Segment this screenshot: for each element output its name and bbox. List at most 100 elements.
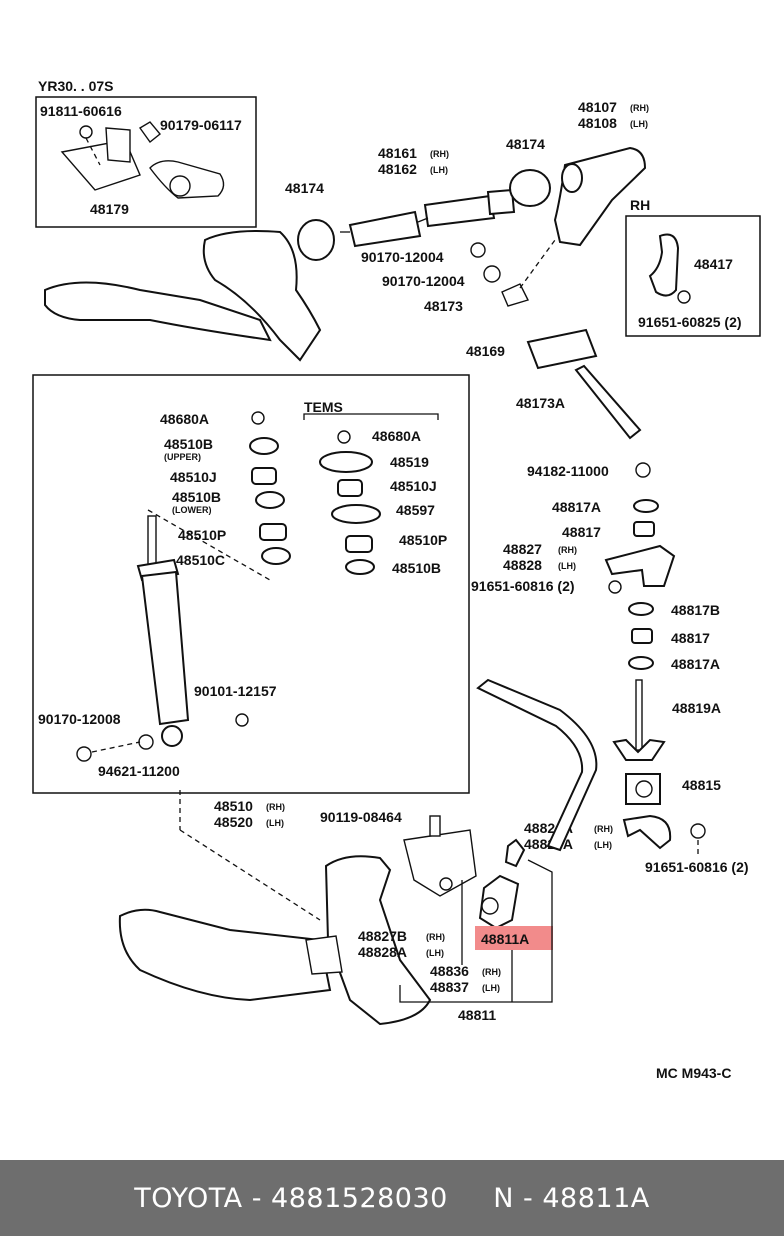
tag-rh-48824a: (RH): [594, 824, 613, 834]
callout-48836: 48836: [430, 963, 469, 979]
bushing-48817-mid: [631, 628, 653, 644]
leader-48811-group: [399, 859, 553, 1003]
tag-rh-48107: (RH): [630, 103, 649, 113]
callout-48819a: 48819A: [672, 700, 721, 716]
tag-rh-48161: (RH): [430, 149, 449, 159]
callout-48828a: 48828A: [358, 944, 407, 960]
callout-90101-12157: 90101-12157: [194, 683, 277, 699]
callout-48510p-right: 48510P: [399, 532, 447, 548]
tag-rh-48836: (RH): [482, 967, 501, 977]
link-48819a-drawing: [612, 679, 666, 761]
part-48169: [526, 328, 598, 370]
side-label-rh: RH: [630, 197, 650, 213]
callout-48510b-lower: 48510B: [172, 489, 221, 505]
callout-48680a-right: 48680A: [372, 428, 421, 444]
callout-48815: 48815: [682, 777, 721, 793]
group-label-tems: TEMS: [304, 399, 343, 415]
tag-lh-48829a: (LH): [594, 840, 612, 850]
washer-48817a-low: [628, 656, 654, 670]
bolt-48173a: [574, 364, 642, 440]
callout-48510: 48510: [214, 798, 253, 814]
bushing-48811-drawing: [478, 874, 520, 930]
bracket-48824a: [622, 814, 672, 850]
callout-48510j-right: 48510J: [390, 478, 437, 494]
callout-48169: 48169: [466, 343, 505, 359]
callout-48817a-low: 48817A: [671, 656, 720, 672]
bracket-48173: [501, 283, 529, 307]
tag-upper: (UPPER): [164, 452, 201, 462]
callout-91651-60816-a: 91651-60816 (2): [471, 578, 575, 594]
callout-48811a[interactable]: 48811A: [481, 931, 529, 947]
bracket-48827: [604, 544, 676, 587]
parts-diagram: YR30. . 07S 91811-60616 90179-06117 4817…: [32, 78, 761, 1081]
callout-48510j-left: 48510J: [170, 469, 217, 485]
tag-lh-48828: (LH): [558, 561, 576, 571]
callout-90170-12004-a: 90170-12004: [361, 249, 444, 265]
callout-91811-60616: 91811-60616: [40, 103, 122, 119]
diagram-code: MC M943-C: [656, 1065, 731, 1081]
bracket-48179-drawing: [60, 121, 225, 199]
stabilizer-bar-end: [504, 838, 526, 868]
callout-48417: 48417: [694, 256, 733, 272]
callout-48817b: 48817B: [671, 602, 720, 618]
lower-arm-drawing: [118, 829, 477, 1026]
nut-90170-b: [483, 265, 501, 283]
callout-90179-06117: 90179-06117: [160, 117, 242, 133]
callout-48811: 48811: [458, 1007, 496, 1023]
callout-48173: 48173: [424, 298, 463, 314]
callout-90119-08464: 90119-08464: [320, 809, 402, 825]
tag-rh-48827: (RH): [558, 545, 577, 555]
upper-arm-drawing: [44, 146, 647, 362]
callout-48817-mid: 48817: [671, 630, 710, 646]
inset-box-rh: [625, 215, 761, 337]
callout-48597: 48597: [396, 502, 435, 518]
bushing-48817-top: [633, 521, 655, 537]
callout-48817-top: 48817: [562, 524, 601, 540]
nut-94182: [635, 462, 651, 478]
tag-lh-48162: (LH): [430, 165, 448, 175]
tag-lh-48520: (LH): [266, 818, 284, 828]
callout-48510c: 48510C: [176, 552, 225, 568]
callout-48510b-right: 48510B: [392, 560, 441, 576]
callout-48837: 48837: [430, 979, 469, 995]
tag-lower: (LOWER): [172, 505, 212, 515]
tag-lh-48828a: (LH): [426, 948, 444, 958]
footer-bar: TOYOTA - 4881528030 N - 48811A: [0, 1160, 784, 1236]
callout-91651-60825: 91651-60825 (2): [638, 314, 742, 330]
callout-48828: 48828: [503, 557, 542, 573]
highlight-48811a: [475, 926, 553, 950]
inset-box-shock: [32, 374, 470, 794]
nut-90170-a: [470, 242, 486, 258]
callout-48817a-top: 48817A: [552, 499, 601, 515]
callout-48510b-upper: 48510B: [164, 436, 213, 452]
callout-48510p-left: 48510P: [178, 527, 226, 543]
callout-48179: 48179: [90, 201, 129, 217]
tag-rh-48510: (RH): [266, 802, 285, 812]
tag-lh-48837: (LH): [482, 983, 500, 993]
washer-48817a-top: [633, 499, 659, 513]
callout-48519: 48519: [390, 454, 429, 470]
stabilizer-bar: [476, 678, 598, 852]
callout-48107: 48107: [578, 99, 617, 115]
callout-48162: 48162: [378, 161, 417, 177]
nut-91651-c: [690, 823, 706, 839]
variant-label: YR30. . 07S: [38, 78, 114, 94]
callout-48680a-left: 48680A: [160, 411, 209, 427]
callout-48174-right: 48174: [506, 136, 545, 152]
shock-absorber-drawing: [136, 509, 271, 747]
callout-94182-11000: 94182-11000: [527, 463, 609, 479]
callout-48520: 48520: [214, 814, 253, 830]
callout-91651-60816-b: 91651-60816 (2): [645, 859, 749, 875]
callout-48827b: 48827B: [358, 928, 407, 944]
callout-90170-12008: 90170-12008: [38, 711, 121, 727]
callout-94621-11200: 94621-11200: [98, 763, 180, 779]
nut-91651-a: [608, 580, 622, 594]
tag-rh-48827b: (RH): [426, 932, 445, 942]
callout-90170-12004-b: 90170-12004: [382, 273, 465, 289]
callout-48173a: 48173A: [516, 395, 565, 411]
footer-part-info: TOYOTA - 4881528030 N - 48811A: [134, 1182, 650, 1214]
inset-box-yr30: [35, 96, 257, 228]
clamp-48417-drawing: [648, 233, 691, 304]
washer-48817b: [628, 602, 654, 616]
tag-lh-48108: (LH): [630, 119, 648, 129]
